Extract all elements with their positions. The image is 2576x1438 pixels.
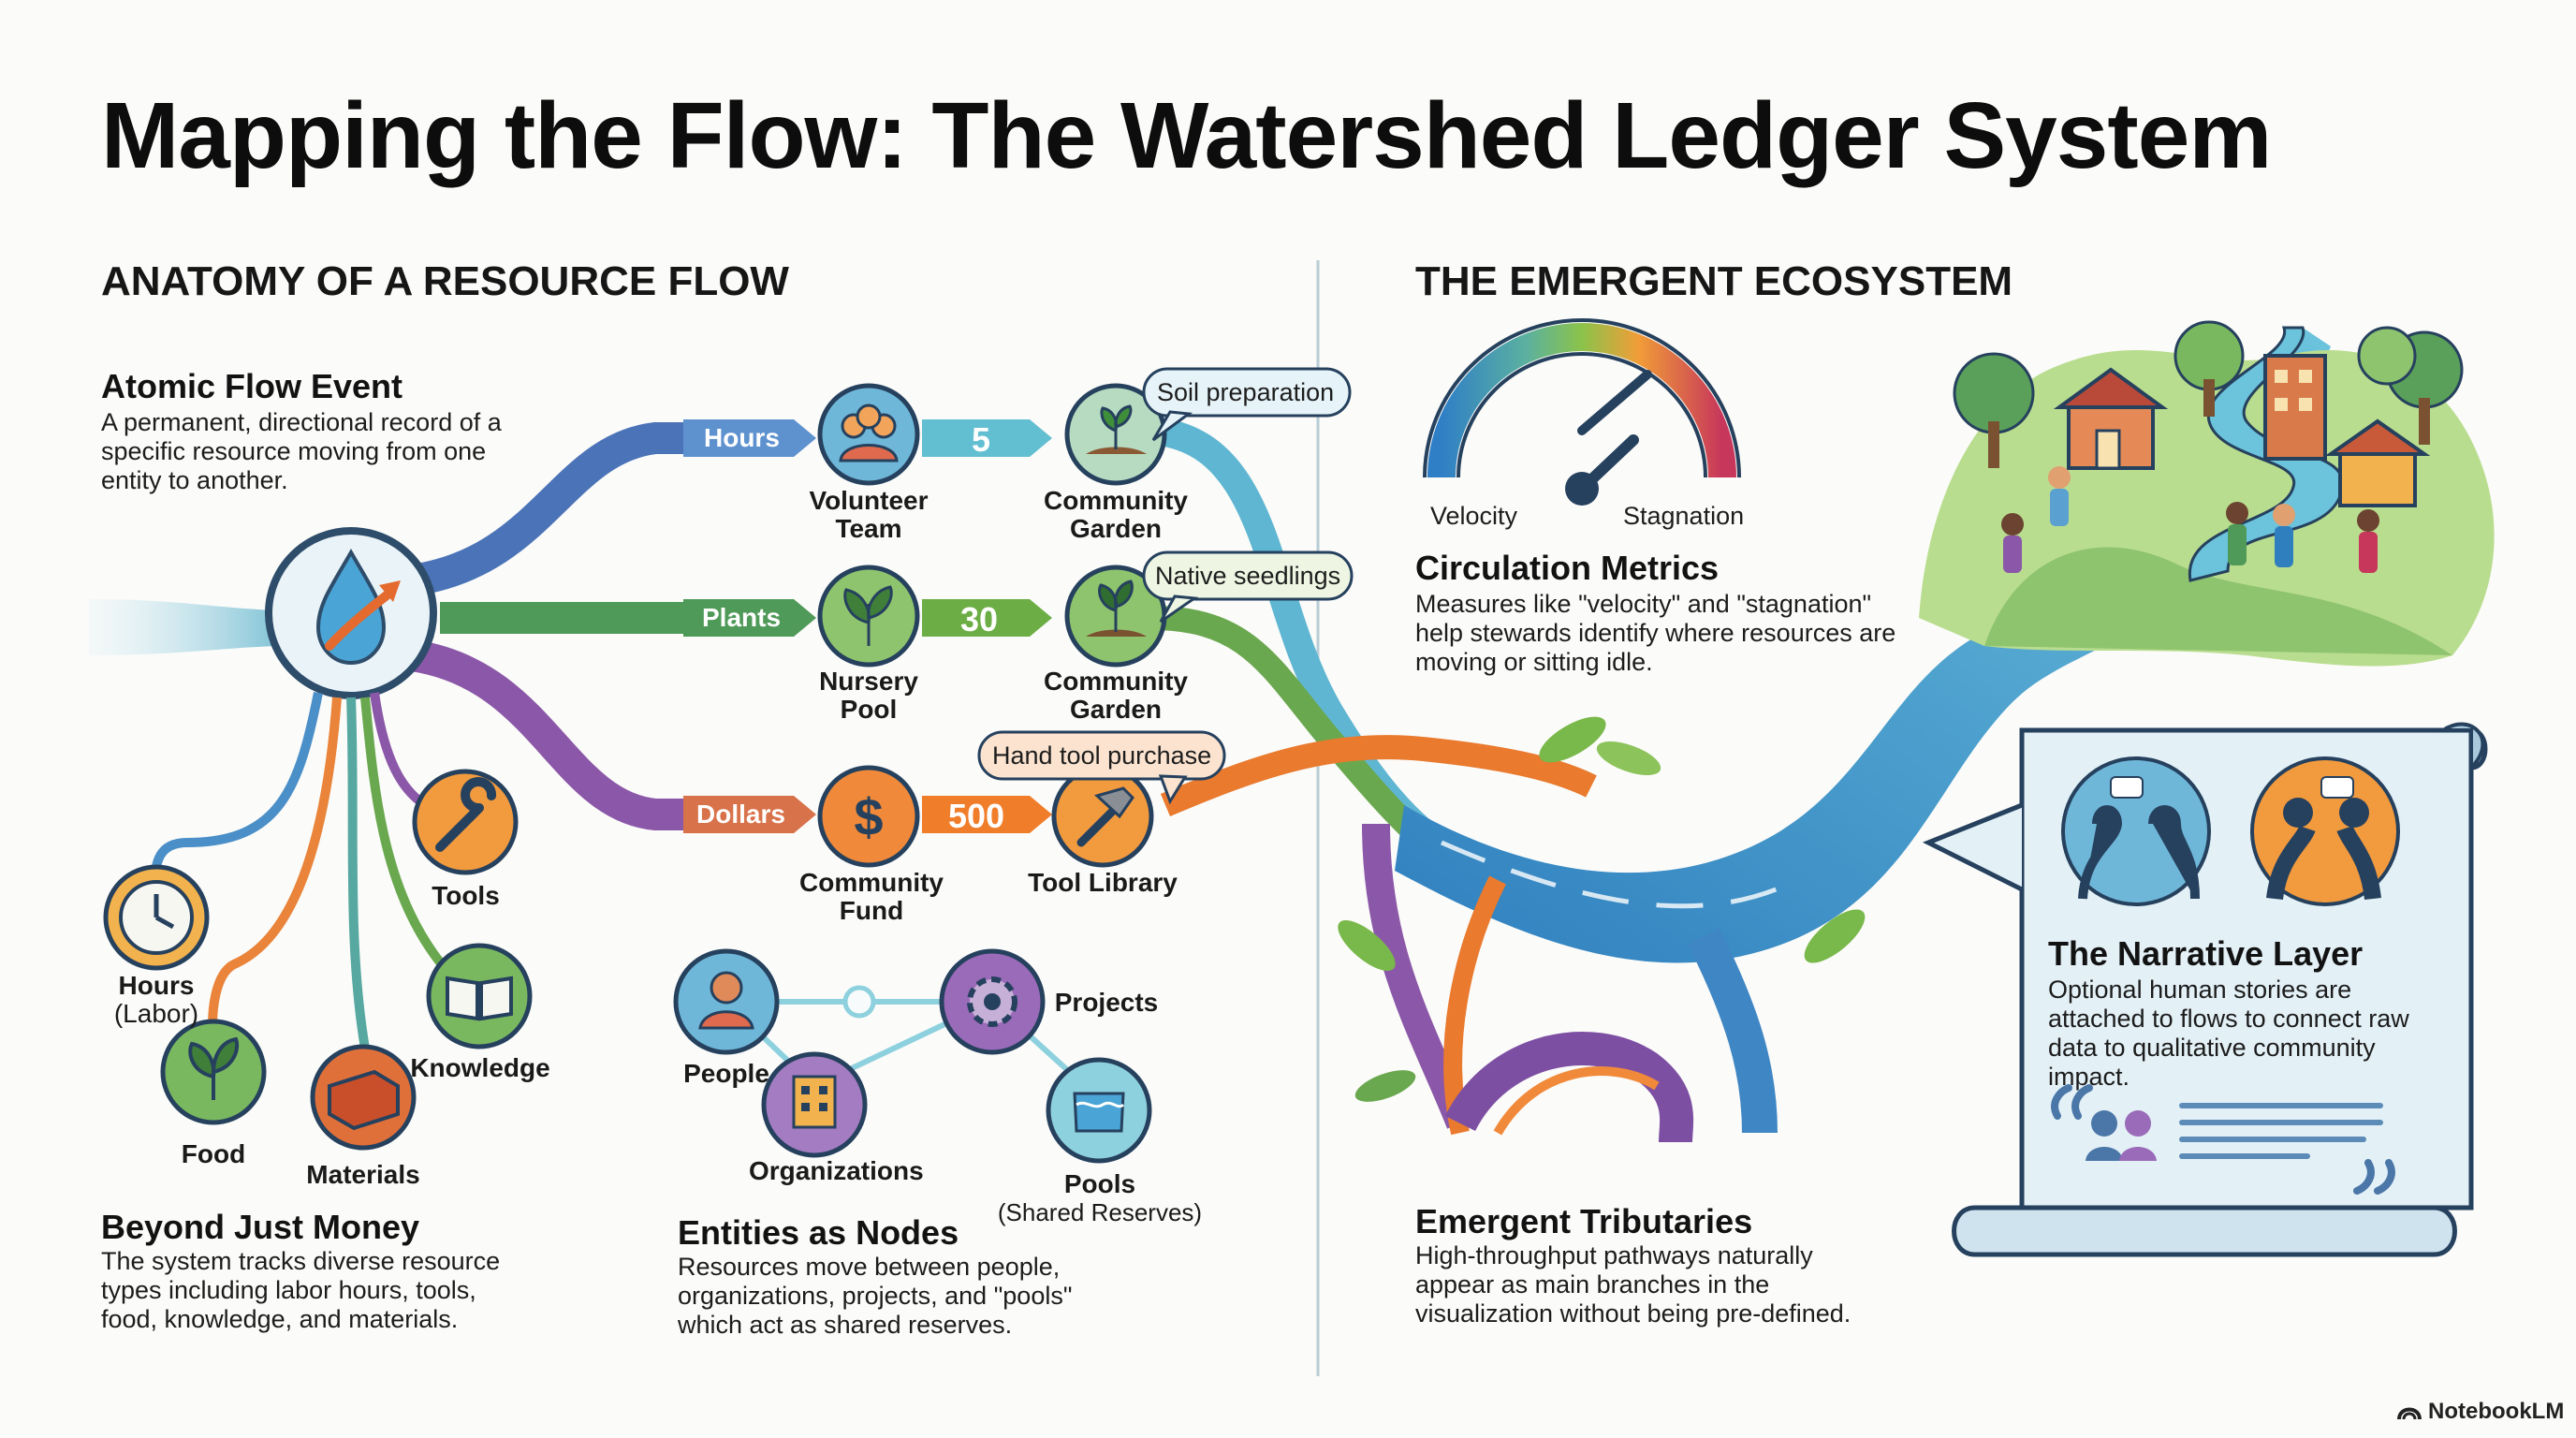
beyond-money-body: The system tracks diverse resource types… — [101, 1247, 501, 1333]
gauge — [1423, 318, 1741, 506]
wrench-icon — [412, 769, 519, 875]
qty-arrow-plants — [922, 599, 1052, 637]
leaf — [1804, 909, 1866, 963]
flow-to-community-garden-2: Community Garden — [1044, 667, 1188, 724]
callout-seedlings-text: Native seedlings — [1155, 562, 1341, 590]
flow-to-tool-library: Tool Library — [1028, 868, 1178, 897]
flow-quantity-plants: 30 — [960, 600, 999, 638]
book-icon — [426, 943, 533, 1049]
entities-body: Resources move between people, organizat… — [678, 1253, 1073, 1339]
arrow-hours — [683, 419, 816, 457]
metrics-title: Circulation Metrics — [1415, 549, 1720, 587]
left-section-heading: ANATOMY OF A RESOURCE FLOW — [101, 258, 789, 304]
community-landscape-illustration — [1919, 320, 2495, 667]
flow-from-community-fund: Community Fund — [799, 868, 944, 925]
flow-band-dollars — [409, 639, 683, 830]
pool-icon — [1046, 1057, 1152, 1164]
callout-soil-text: Soil preparation — [1157, 378, 1335, 406]
flow-resource-dollars: Dollars — [696, 800, 785, 829]
root-orange-2 — [1493, 1066, 1660, 1136]
flow-resource-hours: Hours — [704, 423, 780, 452]
atomic-flow-body: A permanent, directional record of a spe… — [101, 408, 502, 494]
flow-quantity-dollars: 500 — [948, 797, 1005, 835]
entity-organizations-label: Organizations — [749, 1156, 924, 1185]
entity-people-label: People — [683, 1059, 769, 1088]
gauge-velocity-label: Velocity — [1430, 502, 1518, 530]
text-lines — [2179, 1103, 2383, 1159]
tool-library-icon — [1051, 765, 1154, 868]
qty-arrow-dollars — [922, 796, 1052, 833]
tributaries-body: High-throughput pathways naturally appea… — [1415, 1241, 1852, 1328]
callout-seedlings — [1142, 550, 1354, 624]
leaf — [1596, 741, 1661, 776]
entity-network — [673, 948, 1152, 1164]
callout-tool — [977, 730, 1226, 805]
callout-tool-text: Hand tool purchase — [992, 741, 1212, 770]
flow-resource-plants: Plants — [702, 603, 782, 632]
plant-icon — [160, 1019, 267, 1125]
leaf — [1338, 920, 1396, 971]
entity-projects-label: Projects — [1054, 988, 1159, 1017]
quote-open-icon — [2051, 1084, 2093, 1120]
volunteer-team-icon — [817, 383, 920, 486]
community-garden-icon-2 — [1064, 565, 1167, 668]
avatar-pair-icon — [2086, 1110, 2157, 1161]
flow-quantity-hours: 5 — [972, 420, 991, 459]
quote-close-icon — [2353, 1159, 2395, 1195]
notebooklm-logo-icon — [2397, 1407, 2422, 1420]
entity-pools-label: Pools(Shared Reserves) — [997, 1169, 1203, 1227]
page-title: Mapping the Flow: The Watershed Ledger S… — [101, 83, 2272, 188]
beyond-money-title: Beyond Just Money — [101, 1208, 420, 1246]
narrative-title: The Narrative Layer — [2048, 934, 2364, 973]
dollar-sign-icon: $ — [854, 787, 884, 846]
brand-name: NotebookLM — [2428, 1399, 2565, 1424]
arrow-plants — [683, 599, 816, 637]
person-icon — [673, 948, 780, 1055]
arrow-dollars — [683, 796, 816, 833]
right-section-heading: THE EMERGENT ECOSYSTEM — [1415, 258, 2013, 304]
flow-to-community-garden-1: Community Garden — [1044, 486, 1188, 543]
community-garden-icon-1 — [1064, 383, 1167, 486]
stream-orange — [1160, 735, 1597, 816]
qty-arrow-hours — [922, 419, 1052, 457]
resource-hours-label: Hours(Labor) — [113, 971, 199, 1028]
nursery-pool-icon — [817, 565, 920, 668]
community-fund-icon — [817, 765, 920, 868]
gauge-stagnation-label: Stagnation — [1623, 502, 1745, 530]
building-icon — [761, 1051, 868, 1158]
people-figures — [2001, 466, 2379, 573]
clock-icon — [103, 864, 210, 971]
root-purple-2 — [1444, 1032, 1694, 1143]
flow-from-volunteer-team: Volunteer Team — [809, 486, 929, 543]
entities-title: Entities as Nodes — [678, 1213, 959, 1252]
leaf — [1354, 1070, 1416, 1102]
resource-food-label: Food — [181, 1139, 246, 1168]
atomic-flow-title: Atomic Flow Event — [101, 367, 403, 405]
narrative-scroll — [1922, 722, 2488, 1257]
callout-soil — [1142, 367, 1352, 442]
inflow-stream — [89, 599, 281, 655]
resource-knowledge-label: Knowledge — [410, 1053, 550, 1082]
brick-icon — [310, 1044, 417, 1151]
leaf — [1539, 716, 1606, 763]
resource-materials-label: Materials — [306, 1160, 420, 1189]
gear-icon — [939, 948, 1046, 1055]
river-current — [1440, 840, 1799, 909]
narrative-body: Optional human stories are attached to f… — [2048, 976, 2409, 1091]
tributaries-title: Emergent Tributaries — [1415, 1202, 1753, 1240]
flow-from-nursery-pool: Nursery Pool — [819, 667, 918, 724]
flow-arrow-icon — [325, 587, 396, 651]
metrics-body: Measures like "velocity" and "stagnation… — [1415, 590, 1896, 676]
resource-tools-label: Tools — [432, 881, 500, 910]
root-blue — [1688, 928, 1778, 1134]
flow-band-hours — [409, 422, 683, 596]
